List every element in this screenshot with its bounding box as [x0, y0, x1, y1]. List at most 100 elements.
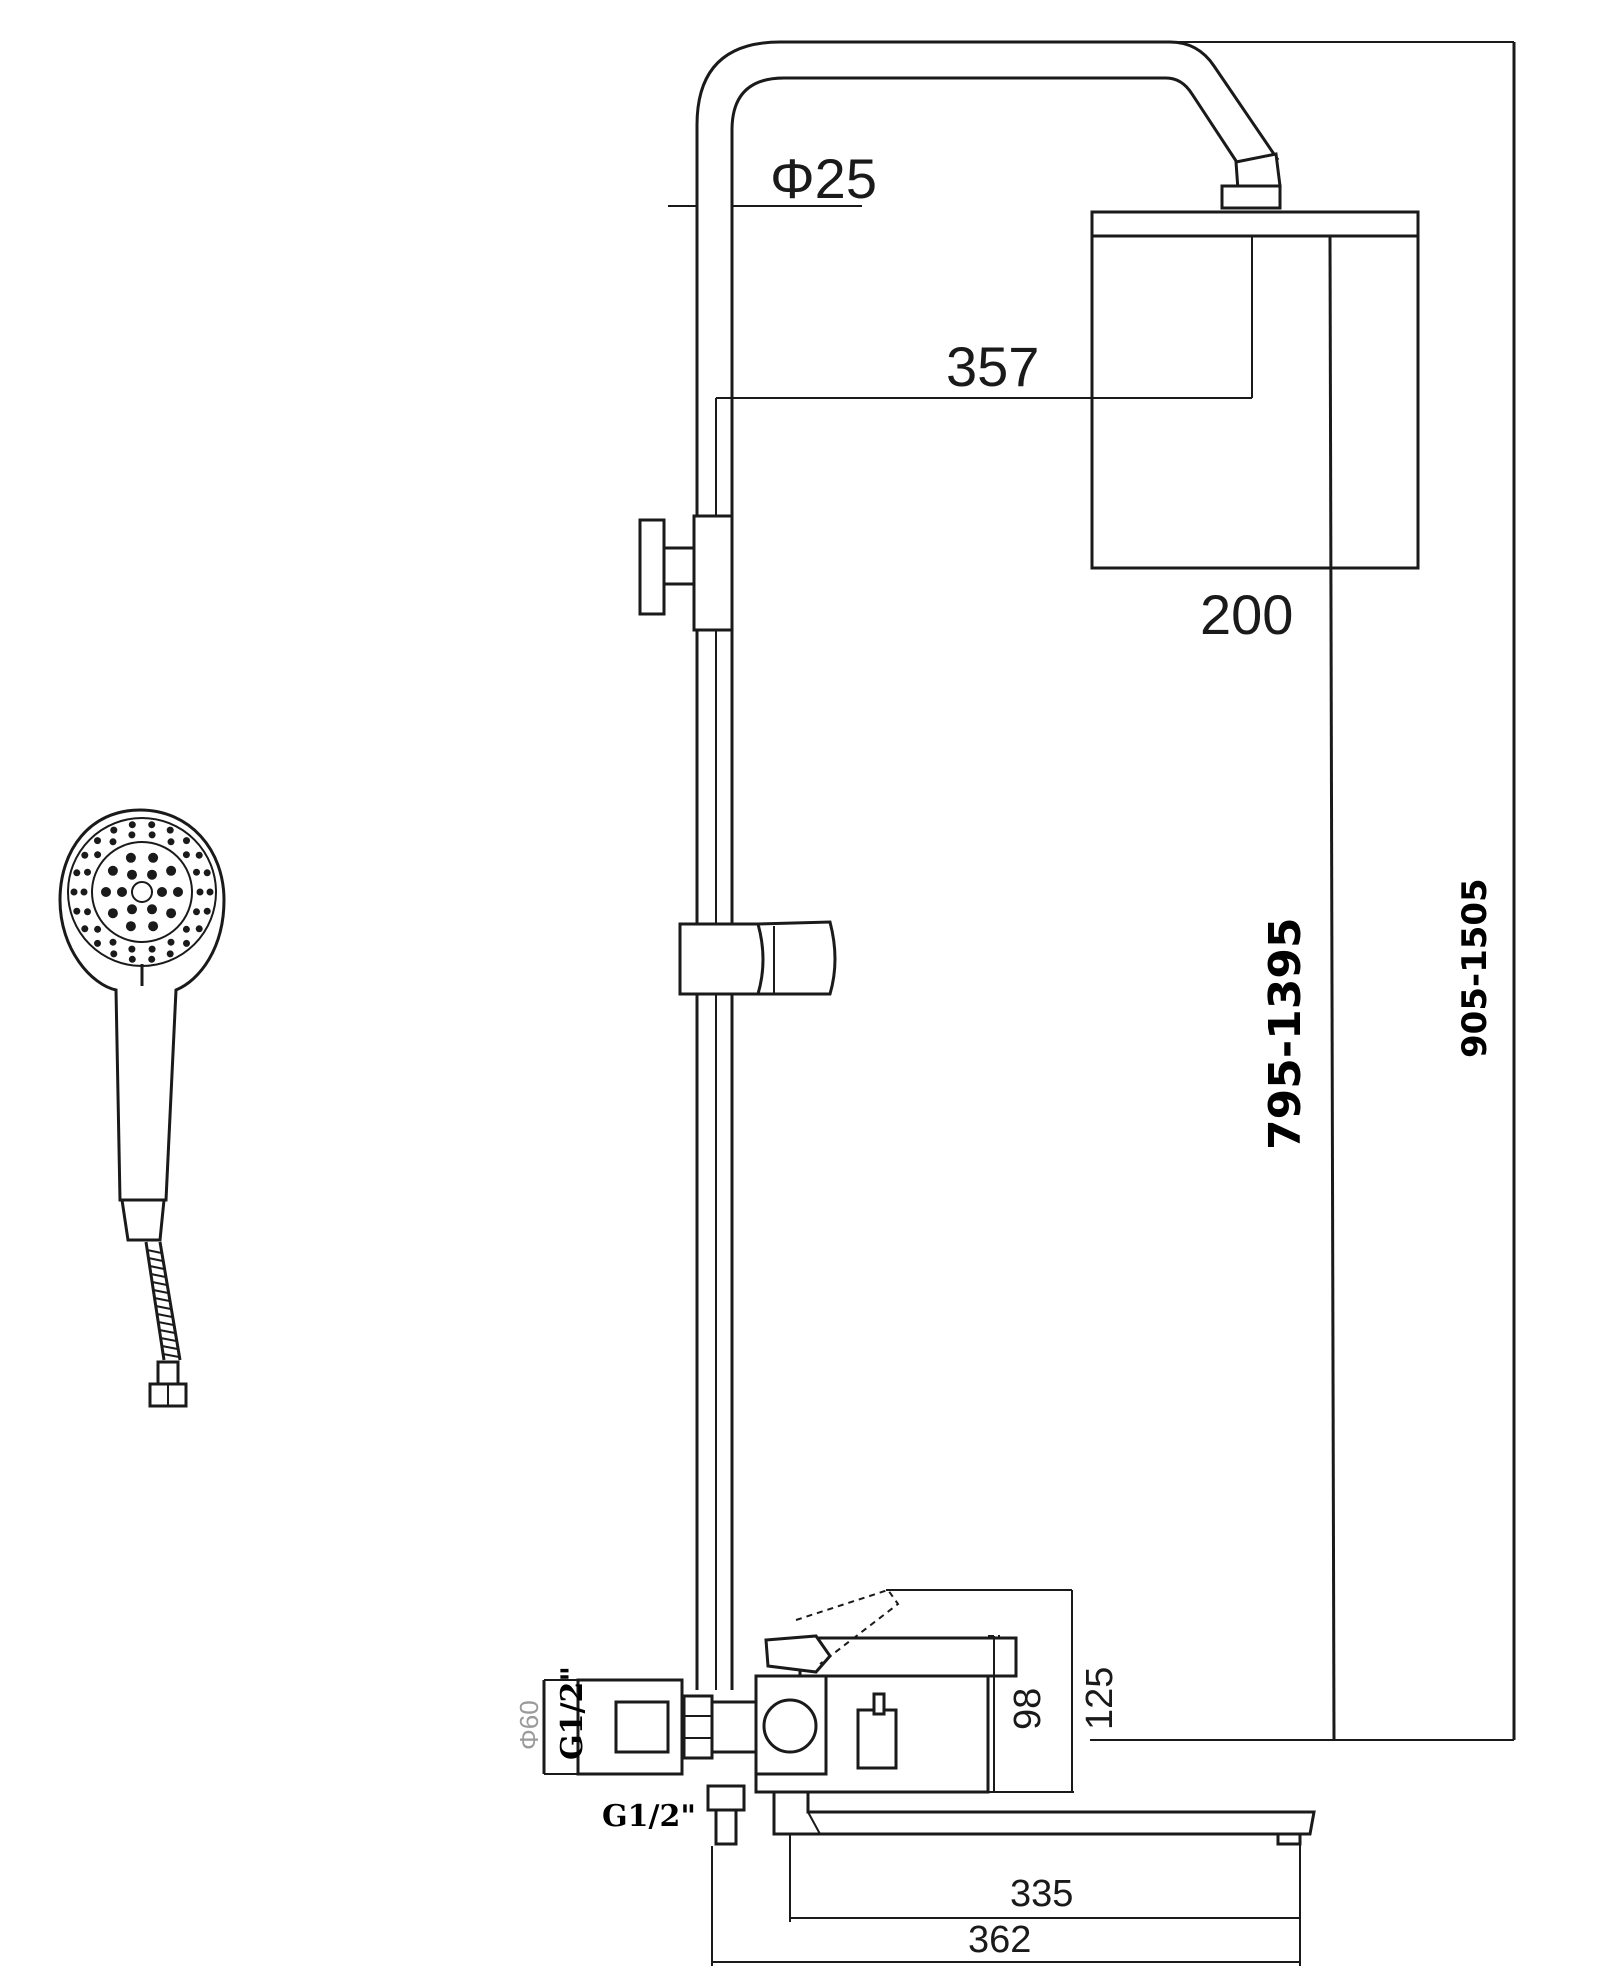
spray-hole [110, 826, 118, 834]
spray-hole [94, 939, 101, 947]
head-size-label: 200 [1200, 583, 1293, 646]
spray-hole [73, 907, 81, 915]
height-inner-label: 795-1395 [1260, 917, 1311, 1150]
spray-hole [109, 938, 117, 946]
hose-rib [160, 1337, 177, 1342]
spray-hole [128, 831, 136, 839]
spray-hole [203, 869, 211, 877]
spray-hole [110, 950, 118, 958]
spray-hole [166, 950, 174, 958]
spray-hole [70, 888, 78, 896]
hose-rib [148, 1257, 163, 1262]
outlet-thread-label: G1/2" [602, 1799, 696, 1834]
spray-hole [125, 921, 136, 932]
spray-hole [127, 869, 137, 880]
mixer-height-dimension: 98 125 [988, 1590, 1121, 1793]
spray-hole [193, 868, 200, 876]
spray-hole [206, 888, 214, 896]
spray-hole [173, 887, 183, 897]
mixer-height-125-label: 125 [1079, 1667, 1121, 1730]
spray-hole [125, 852, 136, 863]
pipe-diameter-dimension: Φ25 [668, 147, 877, 216]
spray-hole [109, 838, 117, 846]
arm-reach-label: 357 [946, 335, 1039, 398]
diverter-valve [638, 514, 734, 632]
outlet-thread-dimension: G1/2" [602, 1799, 696, 1834]
shower-hose-icon [144, 1241, 188, 1408]
spray-hole [80, 888, 88, 896]
hose-rib [153, 1289, 169, 1294]
hand-shower-holder [678, 920, 837, 996]
spray-hole [148, 821, 156, 829]
height-outer-label: 905-1505 [1455, 878, 1495, 1058]
spray-hole [107, 908, 118, 919]
spray-hole [195, 851, 203, 859]
eccentric-diameter-label: Φ60 [514, 1700, 544, 1750]
spray-hole [167, 838, 175, 846]
spray-hole [128, 955, 136, 963]
total-depth-dimension: 362 [711, 1846, 1300, 1966]
spray-hole [148, 955, 156, 963]
spray-hole [166, 908, 177, 919]
spray-hole [101, 887, 111, 897]
spray-hole [127, 904, 137, 915]
spray-hole [94, 851, 102, 859]
mixer-height-98-label: 98 [1007, 1688, 1049, 1730]
spray-hole [167, 938, 175, 946]
spray-hole [166, 826, 174, 834]
spray-hole [182, 851, 190, 859]
hose-rib [149, 1265, 165, 1270]
spray-hole [193, 908, 200, 916]
spray-hole [183, 837, 190, 845]
shower-rail [695, 40, 1282, 1690]
spray-hole [148, 945, 156, 953]
spout-length-label: 335 [1010, 1873, 1073, 1915]
head-size-dimension: 200 [1092, 567, 1418, 646]
spray-hole [117, 887, 127, 897]
hose-rib [162, 1353, 180, 1358]
spray-hole [81, 851, 89, 859]
spray-hole [182, 925, 190, 933]
total-depth-label: 362 [968, 1919, 1031, 1961]
spray-hole [94, 925, 102, 933]
spray-hole [147, 904, 157, 915]
spray-hole [73, 869, 81, 877]
hose-rib [158, 1321, 174, 1326]
spray-hole [148, 831, 156, 839]
hose-rib [159, 1329, 176, 1334]
hand-shower-icon [58, 808, 226, 1242]
height-outer-dimension: 905-1505 [1090, 41, 1516, 1741]
spout-length-dimension: 335 [789, 1834, 1301, 1966]
spray-hole [81, 925, 89, 933]
spray-hole [107, 865, 118, 876]
spray-hole [128, 945, 136, 953]
spray-hole [94, 837, 101, 845]
hose-rib [156, 1313, 173, 1318]
spray-hole [147, 869, 157, 880]
bath-mixer [542, 1588, 1072, 1846]
spray-hole [166, 865, 177, 876]
hose-rib [150, 1273, 166, 1278]
spray-hole [157, 887, 167, 897]
spray-hole [128, 821, 136, 829]
spray-hole [84, 908, 91, 916]
height-inner-dimension: 795-1395 [1260, 235, 1336, 1741]
spray-hole [196, 888, 204, 896]
spray-hole [203, 907, 211, 915]
hose-ribs [146, 1249, 180, 1358]
eccentric-dimension: Φ60 G1/2" [514, 1666, 590, 1774]
hose-rib [161, 1345, 178, 1350]
spray-hole [84, 868, 91, 876]
spray-hole [148, 852, 159, 863]
hose-rib [155, 1305, 171, 1310]
inlet-thread-label: G1/2" [555, 1666, 590, 1760]
spray-hole [148, 921, 159, 932]
hose-rib [151, 1281, 167, 1286]
hose-rib [146, 1249, 162, 1254]
pipe-diameter-label: Φ25 [770, 147, 877, 210]
spray-hole [183, 939, 190, 947]
spray-holes [70, 821, 214, 963]
hose-rib [154, 1297, 170, 1302]
spray-hole [195, 925, 203, 933]
